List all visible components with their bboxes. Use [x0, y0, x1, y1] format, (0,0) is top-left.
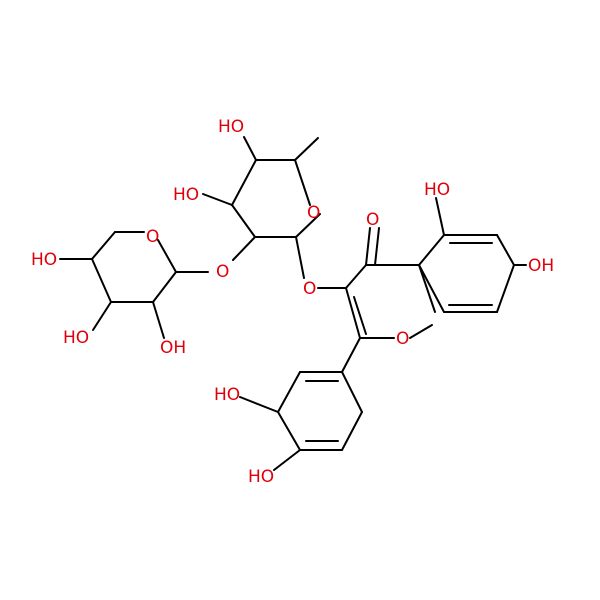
o-glycosidic-2-label: O [303, 279, 316, 299]
oh-xyl-bottom-left-label: HO [63, 328, 89, 348]
oh-phenyl-3-label: HO [214, 385, 240, 405]
o-ring-sugar-label: O [307, 203, 320, 223]
atom-labels: HO HO O O O O HO HO OH O HO OH O HO HO [31, 117, 554, 487]
oh-xyl-left-label: HO [31, 250, 57, 270]
o-ring-xylose-label: O [146, 227, 159, 247]
o-glycosidic-1-label: O [216, 262, 229, 282]
o-chromone-ring-label: O [396, 329, 409, 349]
oh-sugar-top-label: HO [218, 117, 244, 137]
bonds [59, 136, 527, 471]
oh-chromone-5-label: HO [424, 180, 450, 200]
oh-phenyl-4-label: HO [248, 467, 274, 487]
oh-xyl-bottom-right-label: OH [160, 338, 186, 358]
oh-chromone-7-label: OH [528, 256, 554, 276]
o-ketone-label: O [366, 210, 379, 230]
oh-sugar-mid-label: HO [173, 185, 199, 205]
